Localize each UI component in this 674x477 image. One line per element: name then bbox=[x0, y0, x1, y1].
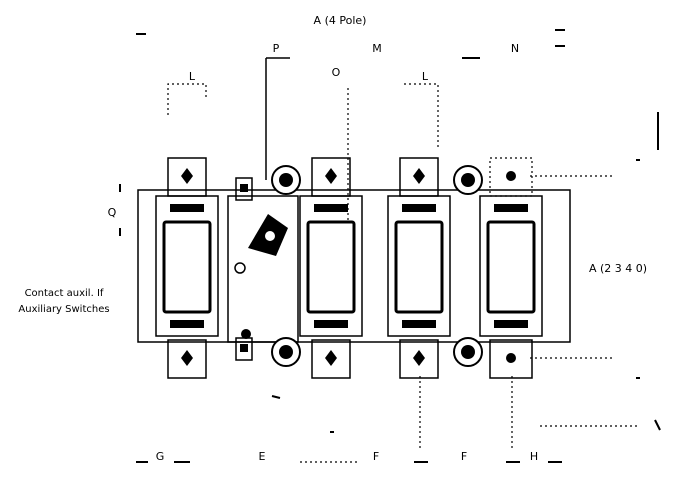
contact-text-line-2: Auxiliary Switches bbox=[18, 304, 109, 315]
pole-4-fuse-holder bbox=[479, 195, 543, 337]
label-n: N bbox=[511, 42, 519, 55]
top-title-label: A (4 Pole) bbox=[314, 14, 367, 27]
mechanism-bottom-screw-center bbox=[279, 345, 293, 359]
pole-2 bbox=[299, 157, 363, 379]
pole-4 bbox=[479, 157, 612, 379]
base-plate bbox=[137, 189, 571, 343]
pole-3-bottom-terminal bbox=[399, 339, 439, 379]
pole-1-top-bolt-icon bbox=[181, 168, 193, 184]
pole-3-top-clip bbox=[402, 204, 436, 212]
label-p: P bbox=[273, 42, 280, 55]
pole-3-bottom-clip bbox=[402, 320, 436, 328]
pole-3-4-top-screw-center bbox=[461, 173, 475, 187]
mechanism-rivet-icon bbox=[241, 329, 251, 339]
pole-3 bbox=[387, 157, 451, 379]
mechanism-bottom-tab-hole bbox=[240, 344, 248, 352]
label-m: M bbox=[372, 42, 382, 55]
pole-1-bottom-clip bbox=[170, 320, 204, 328]
mechanism-housing bbox=[227, 195, 299, 343]
pole-4-bottom-terminal bbox=[489, 339, 533, 379]
pole-1-top-clip bbox=[170, 204, 204, 212]
pole-2-fuse-holder bbox=[299, 195, 363, 337]
pole-3-fuse-holder bbox=[387, 195, 451, 337]
pole-4-top-bolt-icon bbox=[506, 171, 516, 181]
label-l-left: L bbox=[189, 70, 196, 83]
label-a-right: A (2 3 4 0) bbox=[589, 262, 647, 275]
operating-mechanism bbox=[227, 165, 301, 367]
pole-2-bottom-terminal bbox=[311, 339, 351, 379]
contact-text-line-1: Contact auxil. If bbox=[25, 288, 104, 299]
l-left-bracket bbox=[167, 83, 207, 115]
pole-2-fuse-body bbox=[306, 220, 356, 314]
pole-1-fuse-body bbox=[162, 220, 212, 314]
mechanism-top-tab bbox=[235, 177, 253, 201]
pole-3-top-bolt-icon bbox=[413, 168, 425, 184]
pole-1-fuse-holder bbox=[155, 195, 219, 337]
pole-1-bottom-terminal bbox=[167, 339, 207, 379]
pole-4-top-clip bbox=[494, 204, 528, 212]
mechanism-pin-icon bbox=[234, 262, 246, 274]
pole-3-4-bottom-screw-center bbox=[461, 345, 475, 359]
pole-1-bottom-bolt-icon bbox=[181, 350, 193, 366]
pole-2-bottom-clip bbox=[314, 320, 348, 328]
label-l-right: L bbox=[422, 70, 429, 83]
label-e: E bbox=[259, 450, 266, 463]
pole-3-bottom-bolt-icon bbox=[413, 350, 425, 366]
mechanism-top-screw-center bbox=[279, 173, 293, 187]
center-bottom-tick bbox=[271, 395, 281, 399]
label-o: O bbox=[332, 66, 341, 79]
pole-4-fuse-body bbox=[486, 220, 536, 314]
pole-3-fuse-body bbox=[394, 220, 444, 314]
label-g: G bbox=[156, 450, 165, 463]
handle-pivot-icon bbox=[265, 231, 275, 241]
label-f-left: F bbox=[373, 450, 379, 463]
pole-4-bottom-bolt-icon bbox=[506, 353, 516, 363]
right-tick-3 bbox=[654, 419, 661, 431]
pole-1 bbox=[155, 157, 219, 379]
label-f-right: F bbox=[461, 450, 467, 463]
mechanism-top-tab-hole bbox=[240, 184, 248, 192]
pole-2-bottom-bolt-icon bbox=[325, 350, 337, 366]
label-q: Q bbox=[108, 206, 117, 219]
label-h: H bbox=[530, 450, 538, 463]
pole-2-top-bolt-icon bbox=[325, 168, 337, 184]
pole-2-top-clip bbox=[314, 204, 348, 212]
l-right-bracket bbox=[404, 83, 439, 150]
pole-4-bottom-clip bbox=[494, 320, 528, 328]
